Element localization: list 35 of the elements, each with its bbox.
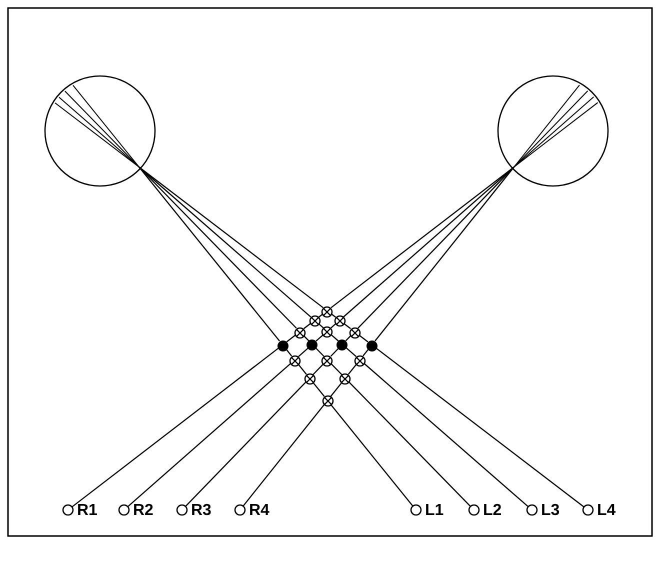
sight-line [312,363,324,376]
point-label: L2 [483,502,502,520]
sight-line [303,322,312,330]
sight-line [358,334,368,342]
sight-line [242,404,325,506]
sight-line [374,166,514,342]
sight-line [330,334,339,342]
sight-line [298,347,309,357]
point-label: R2 [133,502,154,520]
sight-line [330,382,343,397]
sight-line [330,348,340,357]
sight-line [348,381,471,507]
sight-line [285,348,292,356]
sight-line [72,347,280,508]
point-label: L1 [425,502,444,520]
sight-line [286,334,296,342]
sight-line [363,362,529,508]
sight-line [315,348,324,357]
sight-line [297,363,307,375]
sight-line [346,347,357,357]
point-label: R1 [77,502,98,520]
sight-line [127,362,292,508]
point-label: L3 [541,502,560,520]
sight-line [138,166,280,342]
sight-line [362,348,370,356]
sight-line [348,363,358,375]
sight-line [330,404,414,506]
sight-line [376,347,584,508]
point-label: L4 [597,502,616,520]
sight-line [312,382,325,397]
point-label: R4 [249,502,270,520]
sight-line [316,334,324,342]
sight-line [330,363,342,376]
point-label: R3 [191,502,212,520]
sight-line [185,381,307,507]
